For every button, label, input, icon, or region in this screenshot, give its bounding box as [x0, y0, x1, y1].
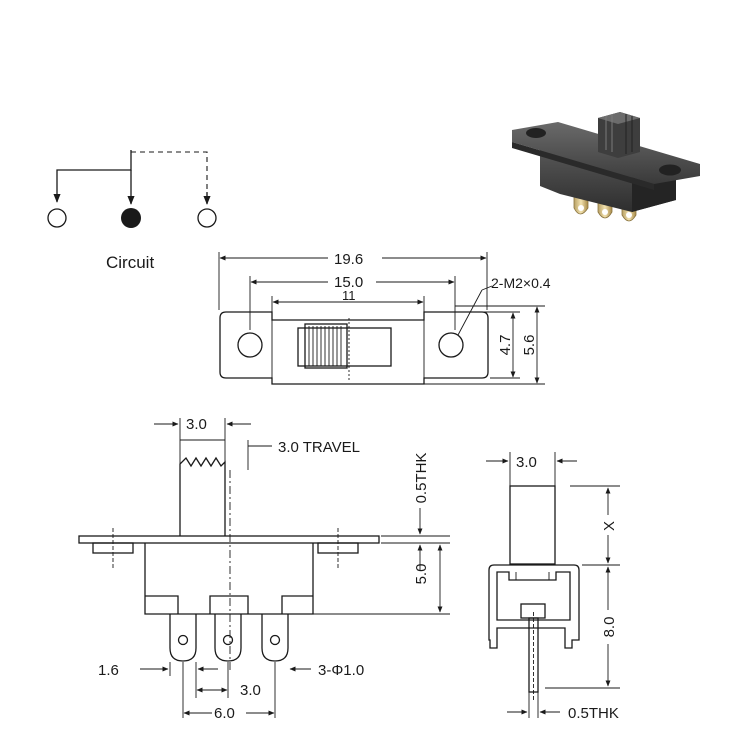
front-body-height-value: 5.0: [413, 564, 430, 585]
plate-thickness-value: 0.5THK: [413, 453, 430, 504]
front-body: [144, 543, 314, 615]
mount-hole-left: [237, 332, 263, 358]
terminal-left: [47, 208, 67, 228]
side-actuator-width-value: 3.0: [516, 454, 537, 471]
body-height-value: 4.7: [497, 335, 514, 356]
front-terminals: [169, 614, 289, 662]
side-actuator: [509, 485, 556, 565]
hole-diameter-note: 3-Φ1.0: [318, 662, 364, 679]
circuit-label: Circuit: [106, 253, 154, 272]
terminal-span-value: 6.0: [214, 705, 235, 722]
terminal-pitch-value: 3.0: [240, 682, 261, 699]
hole-note: 2-M2×0.4: [491, 275, 551, 291]
circuit-alternate-path: [131, 151, 208, 202]
actuator-width-value: 3.0: [186, 416, 207, 433]
side-terminal-thickness-value: 0.5THK: [568, 705, 619, 722]
circuit-active-path: [53, 150, 132, 203]
overall-length-value: 19.6: [334, 251, 363, 268]
travel-label: 3.0 TRAVEL: [278, 439, 360, 456]
photo-actuator: [598, 112, 640, 158]
slider-slot: [297, 327, 392, 367]
side-body-height-value: 8.0: [601, 617, 618, 638]
terminal-common: [121, 208, 141, 228]
terminal-width-value: 1.6: [98, 662, 119, 679]
front-plate: [78, 535, 380, 544]
side-housing: [488, 564, 580, 649]
slot-length-value: 11: [342, 288, 356, 303]
product-photo: [512, 112, 700, 222]
front-actuator: [179, 456, 226, 536]
overall-height-value: 5.6: [521, 335, 538, 356]
top-view: 19.6 15.0 11 2-M2×0.4 4.7 5: [218, 248, 551, 385]
circuit-symbol: Circuit: [47, 150, 217, 272]
terminal-right: [197, 208, 217, 228]
slider-knob: [304, 323, 348, 369]
side-actuator-height-value: X: [601, 521, 618, 531]
hole-pitch-value: 15.0: [334, 274, 363, 291]
side-view: 3.0 X 8.0 0.5THK: [486, 452, 620, 722]
top-plate-outline: [219, 311, 489, 385]
mount-hole-right: [438, 332, 464, 358]
front-view: 3.0 3.0 TRAVEL: [78, 416, 450, 722]
